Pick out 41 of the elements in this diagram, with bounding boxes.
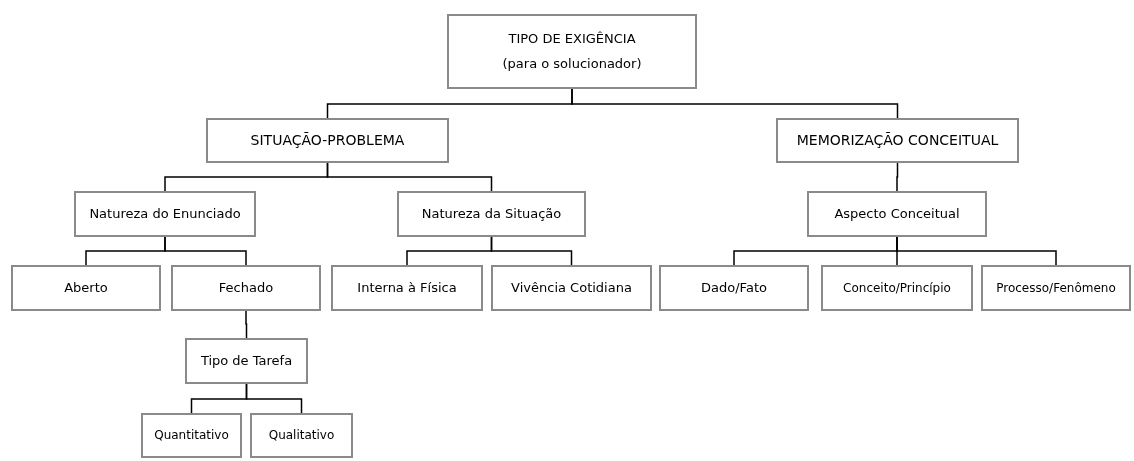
category-box [821,265,973,311]
box-label: Natureza do Enunciado [89,205,241,223]
box-label: Fechado [218,279,274,297]
connector-line [245,383,303,414]
box-label: SITUAÇÃO-PROBLEMA [250,131,405,150]
connector-line [571,88,899,119]
box-label: Aberto [64,279,108,297]
connector-line [326,162,493,192]
category-box [659,265,809,311]
box-label: Interna à Física [357,279,457,297]
box-label: Quantitativo [154,428,229,443]
category-box [981,265,1131,311]
box-label: Processo/Fenômeno [996,280,1116,296]
box-label: Qualitativo [268,428,335,443]
connector-line [164,236,247,266]
category-box [250,413,353,458]
category-box [171,265,321,311]
category-box [141,413,242,458]
connector-line [896,162,899,192]
category-box [11,265,161,311]
box-label: Dado/Fato [701,279,767,297]
connector-line [896,236,1057,266]
box-label: MEMORIZAÇÃO CONCEITUAL [796,131,999,150]
category-box [491,265,652,311]
category-box [331,265,483,311]
box-label: Natureza da Situação [421,205,562,223]
box-label: TIPO DE EXIGÊNCIA [508,31,636,48]
box-label: Aspecto Conceitual [834,205,960,223]
category-box [397,191,586,237]
category-box [807,191,987,237]
category-box [74,191,256,237]
box-label: (para o solucionador) [502,55,642,72]
connector-line [490,236,573,266]
category-box [185,338,308,384]
box-label: Vivência Cotidiana [511,279,632,297]
connector-line [245,310,248,339]
box-label: Conceito/Princípio [843,280,951,296]
category-box [447,14,697,89]
category-box [776,118,1019,163]
box-label: Tipo de Tarefa [200,352,293,370]
category-box [206,118,449,163]
